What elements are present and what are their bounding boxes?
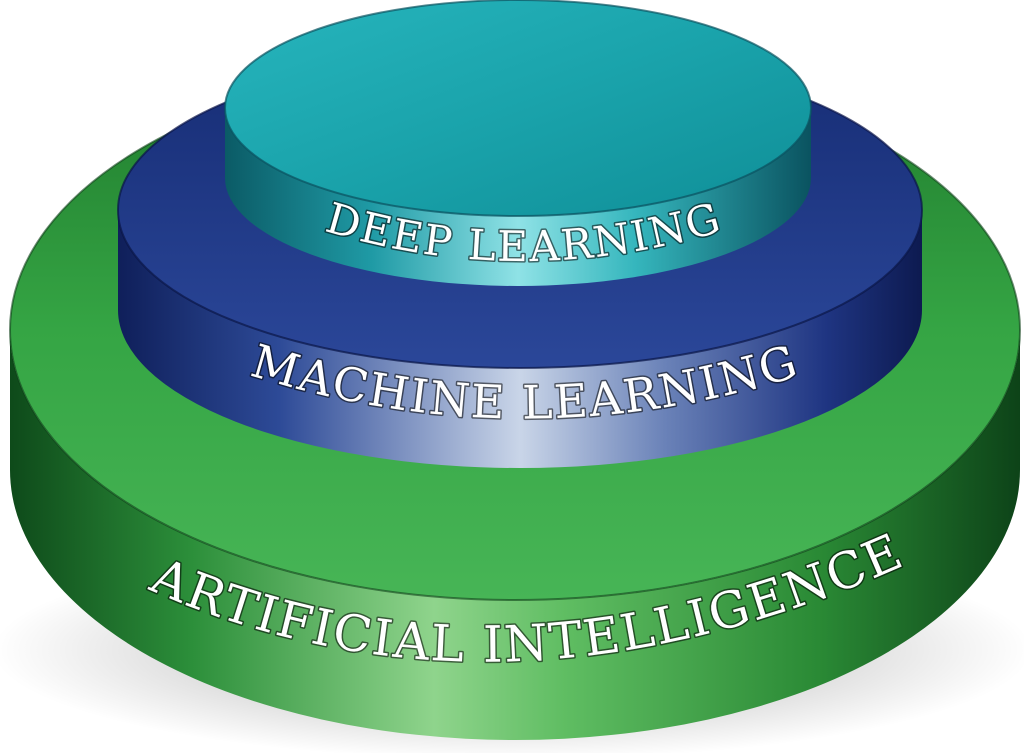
ai-disc-side	[10, 330, 1020, 740]
ml-disc-side	[118, 210, 922, 468]
dl-disc-top	[225, 0, 811, 216]
tier-deep-learning: DEEP LEARNING	[224, 0, 812, 286]
dl-disc-side	[225, 108, 811, 286]
